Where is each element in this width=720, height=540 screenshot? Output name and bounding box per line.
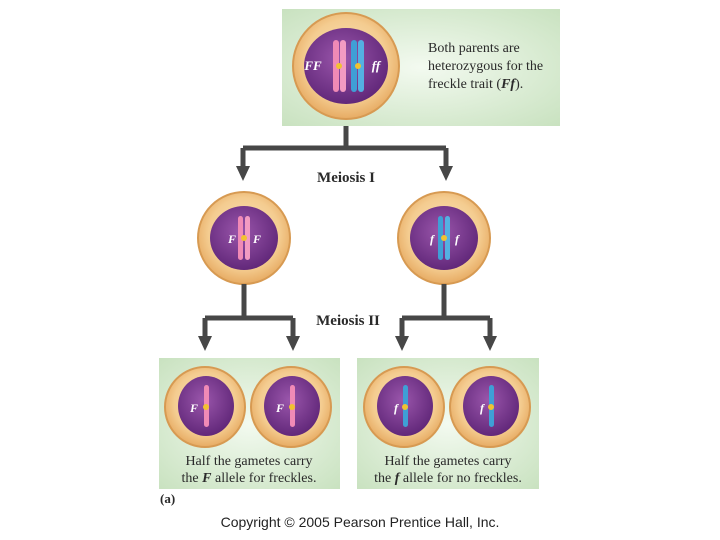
svg-text:F: F: [189, 401, 198, 415]
gamete-cell-f-2: f: [450, 367, 530, 447]
meiosis1-label: Meiosis I: [317, 170, 375, 186]
meiosis2-arrowheads: [198, 336, 497, 351]
arrowhead-right: [439, 166, 453, 181]
gamete-cell-F-2: F: [251, 367, 331, 447]
meiosis2-arrows: [205, 284, 490, 338]
parent-left-allele-label: FF: [303, 58, 322, 73]
meiosis1-arrows: [243, 126, 446, 168]
gamete-cell-F-1: F: [165, 367, 245, 447]
meiosis1-cell-left: F F: [198, 192, 290, 284]
panel-label: (a): [160, 491, 175, 506]
svg-text:F: F: [252, 232, 261, 246]
gamete-cell-f-1: f: [364, 367, 444, 447]
svg-text:Half the gametes carry: Half the gametes carry: [185, 454, 312, 469]
svg-text:freckle trait (Ff).: freckle trait (Ff).: [428, 77, 523, 92]
svg-text:Half the gametes carry: Half the gametes carry: [384, 454, 511, 469]
svg-text:heterozygous for the: heterozygous for the: [428, 59, 543, 74]
svg-text:Both parents are: Both parents are: [428, 41, 520, 56]
arrowhead-left: [236, 166, 250, 181]
svg-text:the f allele for no freckles.: the f allele for no freckles.: [374, 471, 522, 486]
copyright-notice: Copyright © 2005 Pearson Prentice Hall, …: [0, 514, 720, 530]
svg-text:the F allele for freckles.: the F allele for freckles.: [182, 471, 317, 486]
meiosis2-label: Meiosis II: [316, 313, 380, 329]
meiosis1-cell-right: f f: [398, 192, 490, 284]
parent-cell: FF ff: [293, 13, 399, 119]
svg-text:F: F: [227, 232, 236, 246]
svg-text:F: F: [275, 401, 284, 415]
